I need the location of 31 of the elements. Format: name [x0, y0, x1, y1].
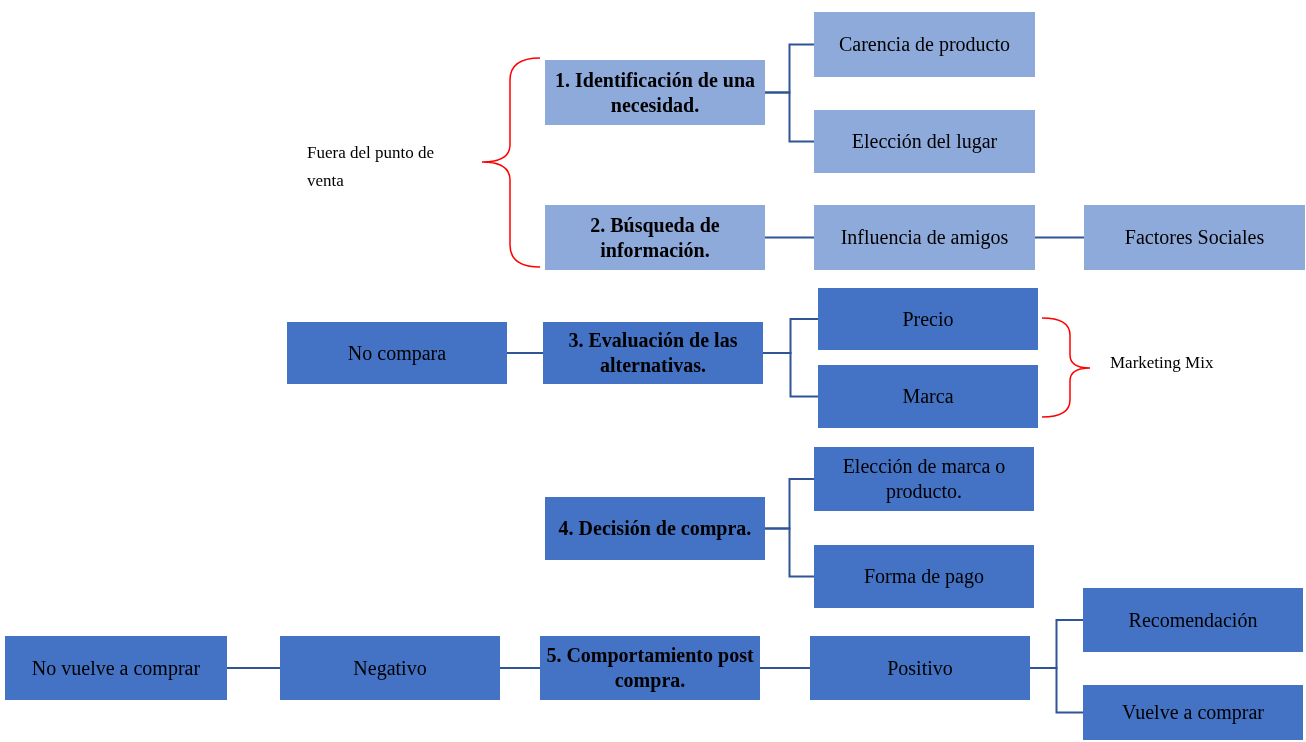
process-box: Positivo: [810, 636, 1030, 700]
process-box: 3. Evaluación de las alternativas.: [543, 322, 763, 384]
process-box: Factores Sociales: [1084, 205, 1305, 270]
process-box: Marca: [818, 365, 1038, 428]
process-box: No vuelve a comprar: [5, 636, 227, 700]
connector-line: [764, 236, 815, 239]
process-box: Vuelve a comprar: [1083, 685, 1303, 740]
process-box: 2. Búsqueda de información.: [545, 205, 765, 270]
connector-line: [762, 352, 819, 398]
annotation-text: Marketing Mix: [1110, 352, 1214, 374]
process-box: 5. Comportamiento post compra.: [540, 636, 760, 700]
connector-line: [764, 91, 815, 143]
process-box: No compara: [287, 322, 507, 384]
annotation-text: Fuera del punto de venta: [307, 142, 435, 192]
process-box: Influencia de amigos: [814, 205, 1035, 270]
connector-line: [764, 527, 815, 578]
process-box: Forma de pago: [814, 545, 1034, 608]
process-box: Elección del lugar: [814, 110, 1035, 173]
process-box: Negativo: [280, 636, 500, 700]
process-box: 4. Decisión de compra.: [545, 497, 765, 560]
connector-line: [499, 667, 541, 669]
connector-line: [226, 667, 281, 669]
connector-line: [506, 352, 544, 354]
process-box: Elección de marca o producto.: [814, 447, 1034, 511]
connector-line: [1034, 236, 1085, 239]
process-box: Recomendación: [1083, 588, 1303, 652]
connector-line: [759, 667, 811, 669]
process-box: Carencia de producto: [814, 12, 1035, 77]
process-box: Precio: [818, 288, 1038, 350]
process-box: 1. Identificación de una necesidad.: [545, 60, 765, 125]
connector-line: [1029, 667, 1084, 714]
